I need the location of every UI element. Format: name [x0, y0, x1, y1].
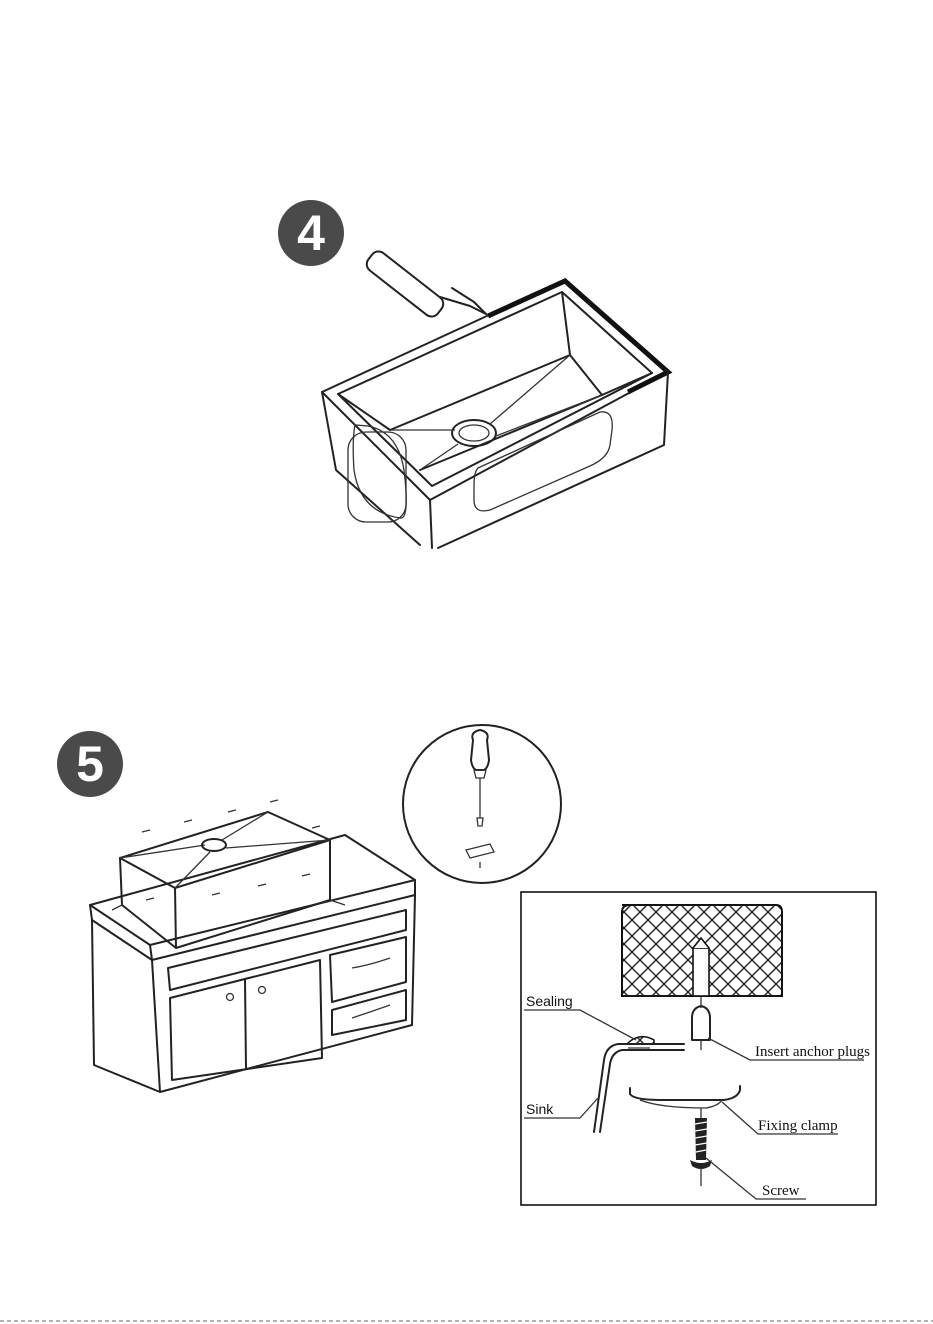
- sink-sealing-illustration: [322, 248, 668, 548]
- caulk-tube-icon: [364, 248, 486, 320]
- cross-section-detail: Sealing Sink Insert anchor plugs Fixing …: [521, 892, 876, 1205]
- label-sealing: Sealing: [526, 993, 573, 1009]
- clip-icon: [466, 844, 494, 868]
- label-insert-anchor-plugs: Insert anchor plugs: [755, 1044, 870, 1060]
- label-screw: Screw: [762, 1183, 800, 1199]
- cabinet-mounting-illustration: [90, 800, 415, 1092]
- label-sink: Sink: [526, 1101, 554, 1117]
- label-fixing-clamp: Fixing clamp: [758, 1118, 838, 1134]
- screwdriver-icon: [471, 730, 489, 826]
- screwdriver-detail-circle: [403, 725, 561, 883]
